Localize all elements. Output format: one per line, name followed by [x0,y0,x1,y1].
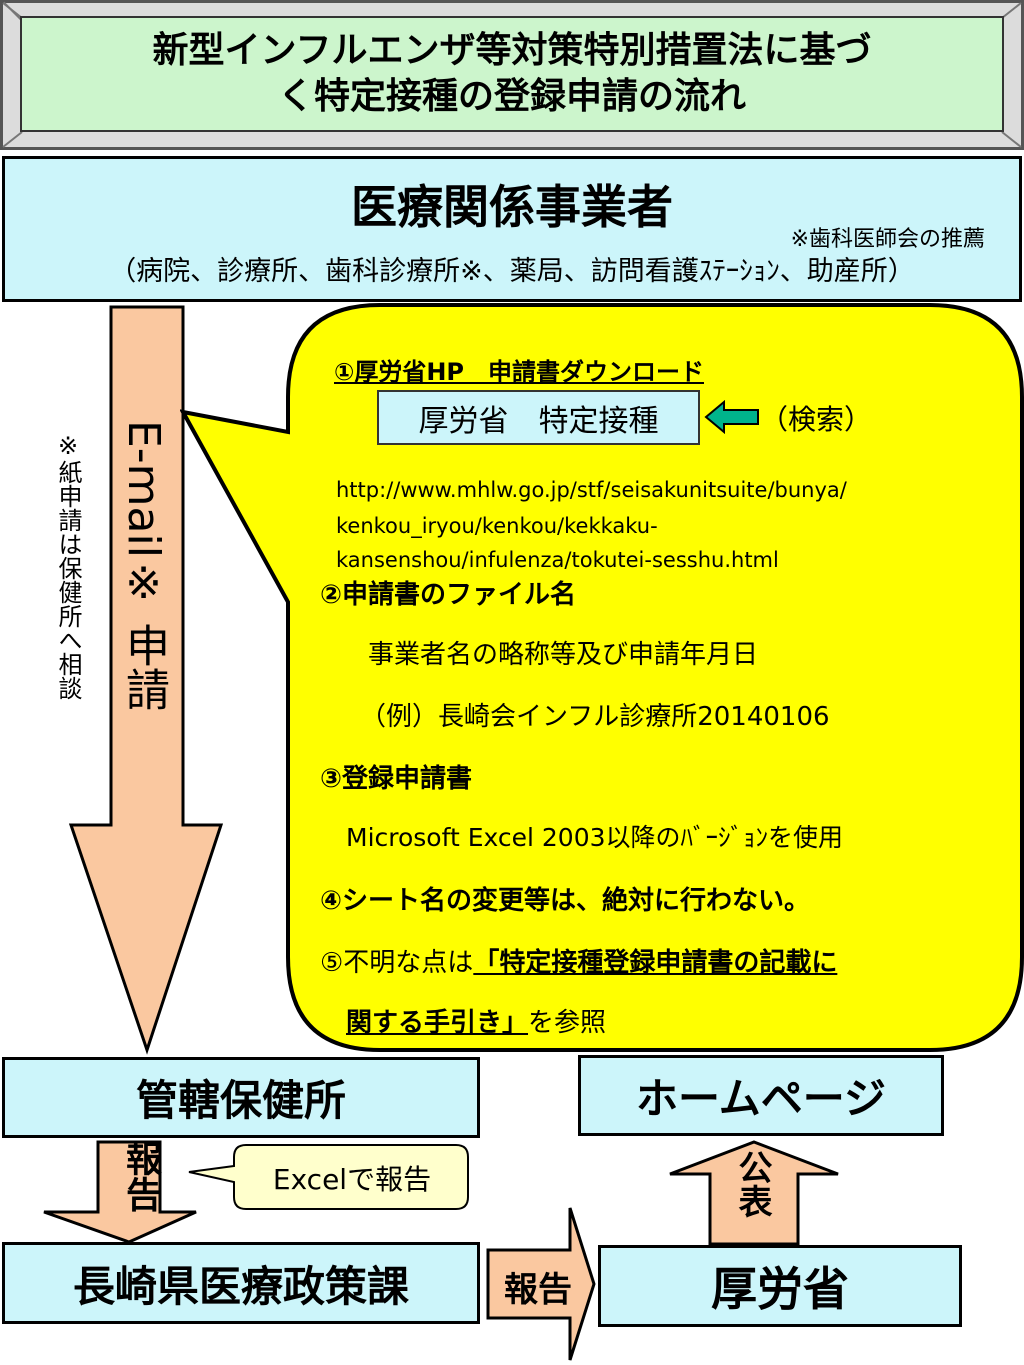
homepage-box: ホームページ [578,1055,944,1136]
step1-title: ①厚労省HP 申請書ダウンロード [334,358,704,386]
report-down-label: 報告 [120,1140,161,1212]
report-right-arrow [486,1207,596,1361]
step5-line1: ⑤不明な点は「特定接種登録申請書の記載に [320,942,837,979]
page-title: 新型インフルエンザ等対策特別措置法に基づ く特定接種の登録申請の流れ [20,16,1004,132]
mhlw-box: 厚労省 [598,1245,962,1327]
step5-line2: 関する手引き」を参照 [346,1002,606,1039]
medical-providers-box: 医療関係事業者 ※歯科医師会の推薦 （病院、診療所、歯科診療所※、薬局、訪問看護… [2,156,1022,302]
step5-prefix: ⑤不明な点は [320,948,474,978]
publish-label: 公表 [732,1150,772,1218]
excel-callout [188,1144,469,1210]
guide-link-part1[interactable]: 「特定接種登録申請書の記載に [473,948,838,978]
left-arrow-icon [704,400,759,434]
report-down-arrow [43,1140,197,1244]
email-application-arrow [68,305,224,1055]
url-line3: kansenshou/infulenza/tokutei-sesshu.html [336,548,779,572]
step3-description: Microsoft Excel 2003以降のﾊﾞｰｼﾞｮﾝを使用 [346,823,844,852]
email-application-label: E-mail※ 申請 [118,420,169,711]
url-line2: kenkou_iryou/kenkou/kekkaku- [336,514,658,538]
dental-note: ※歯科医師会の推薦 [790,227,985,252]
step5-suffix: を参照 [528,1008,607,1038]
health-center-box: 管轄保健所 [2,1057,480,1138]
title-bevel [2,2,1022,148]
step2-example: （例）長崎会インフル診療所20140106 [360,702,830,732]
page-title-line2: く特定接種の登録申請の流れ [277,76,746,117]
step2-description: 事業者名の略称等及び申請年月日 [368,640,759,670]
instructions-bubble [180,303,1024,1052]
provider-list: （病院、診療所、歯科診療所※、薬局、訪問看護ｽﾃｰｼｮﾝ、助産所） [109,256,915,287]
publish-up-arrow [669,1140,839,1246]
nagasaki-medical-policy-box: 長崎県医療政策課 [2,1242,480,1324]
search-keyword-box: 厚労省 特定接種 [377,390,700,445]
medical-providers-title: 医療関係事業者 [351,180,673,234]
step2-title: ②申請書のファイル名 [320,580,577,610]
page-title-line1: 新型インフルエンザ等対策特別措置法に基づ [152,30,872,71]
step4-warning: ④シート名の変更等は、絶対に行わない。 [320,886,811,916]
step3-title: ③登録申請書 [320,764,473,794]
url-line1: http://www.mhlw.go.jp/stf/seisakunitsuit… [336,478,847,502]
paper-application-note: ※紙申請は保健所へ相談 [54,432,82,700]
excel-callout-text: Excelで報告 [272,1163,432,1196]
guide-link-part2[interactable]: 関する手引き」 [346,1008,529,1038]
report-right-label: 報告 [504,1270,572,1310]
search-label: （検索） [760,403,873,436]
